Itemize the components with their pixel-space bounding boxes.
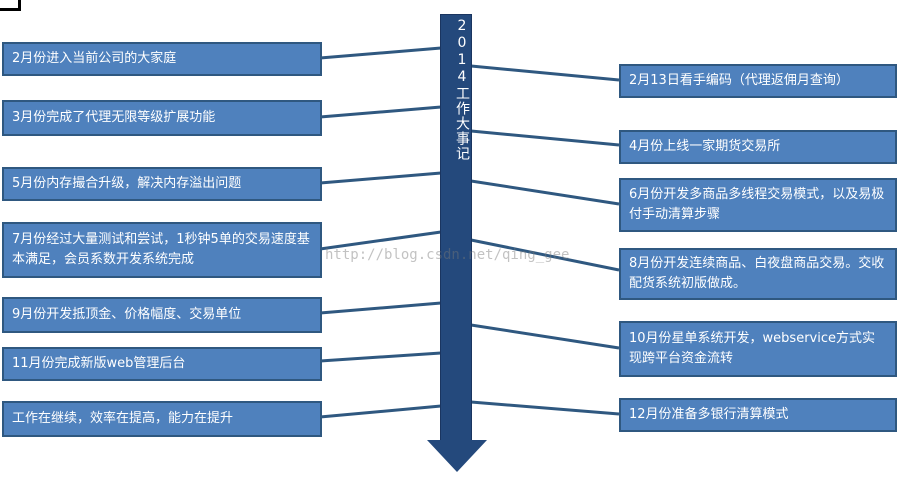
event-box-left-2: 3月份完成了代理无限等级扩展功能	[2, 100, 322, 136]
watermark: http://blog.csdn.net/qing_gee	[325, 247, 570, 263]
event-text: 6月份开发多商品多线程交易模式，以及易极付手动清算步骤	[629, 187, 885, 222]
event-box-left-6: 11月份完成新版web管理后台	[2, 347, 322, 381]
timeline-axis	[440, 14, 472, 442]
connector-right-2	[470, 129, 620, 147]
connector-left-5	[319, 301, 442, 315]
event-text: 11月份完成新版web管理后台	[12, 356, 186, 371]
event-text: 工作在继续，效率在提高，能力在提升	[12, 411, 234, 426]
event-text: 8月份开发连续商品、白夜盘商品交易。交收配货系统初版做成。	[629, 256, 885, 291]
event-text: 2月份进入当前公司的大家庭	[12, 51, 177, 66]
connector-left-7	[319, 404, 442, 419]
connector-right-3	[470, 179, 620, 206]
connector-right-5	[470, 323, 620, 350]
connector-right-4	[470, 238, 620, 272]
event-text: 5月份内存撮合升级，解决内存溢出问题	[12, 176, 242, 191]
connector-left-1	[319, 46, 442, 60]
corner-mark	[0, 0, 21, 11]
connector-left-4	[319, 230, 442, 251]
event-text: 9月份开发抵顶金、价格幅度、交易单位	[12, 307, 242, 322]
event-box-left-4: 7月份经过大量测试和尝试，1秒钟5单的交易速度基本满足，会员系数开发系统完成	[2, 222, 322, 278]
event-text: 7月份经过大量测试和尝试，1秒钟5单的交易速度基本满足，会员系数开发系统完成	[12, 232, 310, 267]
event-box-right-6: 12月份准备多银行清算模式	[619, 398, 897, 432]
connector-left-6	[319, 351, 442, 363]
connector-left-2	[319, 105, 442, 119]
event-text: 3月份完成了代理无限等级扩展功能	[12, 110, 216, 125]
event-box-right-1: 2月13日看手编码（代理返佣月查询）	[619, 64, 897, 98]
event-text: 4月份上线一家期货交易所	[629, 139, 781, 154]
event-box-left-7: 工作在继续，效率在提高，能力在提升	[2, 401, 322, 437]
event-box-right-3: 6月份开发多商品多线程交易模式，以及易极付手动清算步骤	[619, 178, 897, 232]
event-text: 12月份准备多银行清算模式	[629, 407, 789, 422]
connector-left-3	[319, 171, 442, 185]
event-box-right-2: 4月份上线一家期货交易所	[619, 130, 897, 164]
event-text: 2月13日看手编码（代理返佣月查询）	[629, 73, 849, 88]
timeline-arrow-head	[427, 440, 487, 472]
timeline-title: 2014工作大事记	[454, 18, 470, 161]
event-box-right-5: 10月份星单系统开发，webservice方式实现跨平台资金流转	[619, 321, 897, 377]
connector-right-6	[470, 400, 620, 416]
event-box-left-5: 9月份开发抵顶金、价格幅度、交易单位	[2, 297, 322, 333]
event-text: 10月份星单系统开发，webservice方式实现跨平台资金流转	[629, 331, 875, 366]
event-box-right-4: 8月份开发连续商品、白夜盘商品交易。交收配货系统初版做成。	[619, 248, 897, 300]
event-box-left-1: 2月份进入当前公司的大家庭	[2, 42, 322, 76]
connector-right-1	[470, 64, 620, 82]
event-box-left-3: 5月份内存撮合升级，解决内存溢出问题	[2, 167, 322, 201]
